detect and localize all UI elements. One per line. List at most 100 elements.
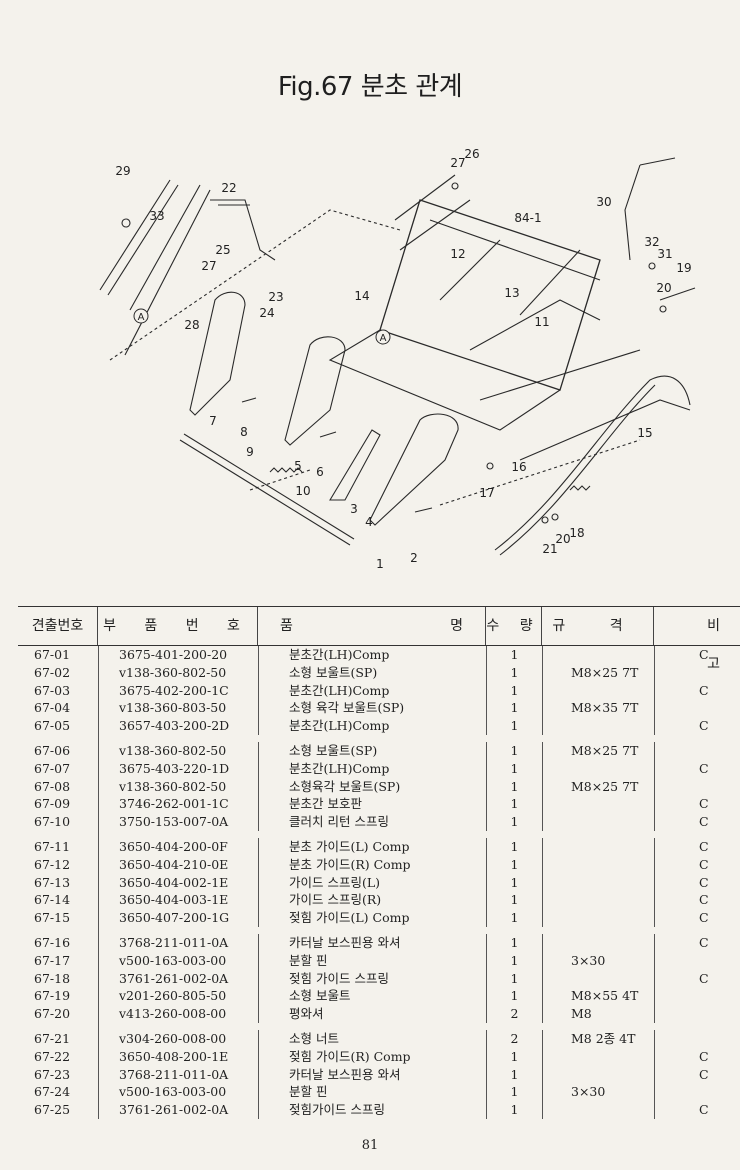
ref-no-cell: 67-07	[34, 760, 71, 776]
qty-cell: 1	[486, 646, 542, 664]
remark-cell	[654, 1029, 740, 1048]
callout-label: 11	[534, 315, 549, 329]
spec-cell: M8×25 7T	[542, 777, 654, 796]
part-no-cell: 3675-402-200-1C	[98, 681, 258, 700]
page-title: Fig.67 분초 관계	[277, 72, 463, 102]
part-name-cell: 분초간(LH)Comp	[258, 759, 486, 778]
spec-cell	[542, 837, 654, 856]
header-qty: 수 량	[486, 607, 542, 645]
qty-cell: 1	[486, 1101, 542, 1119]
qty-cell: 2	[486, 1005, 542, 1023]
spec-cell	[542, 646, 654, 664]
part-no-cell: v201-260-805-50	[98, 987, 258, 1006]
remark-cell: C	[654, 1065, 740, 1084]
qty-cell: 1	[486, 909, 542, 927]
table-header: 견출번호 부 품 번 호 품 명 수 량 규 격 비 고	[18, 606, 740, 672]
part-name-cell: 소형 보울트	[258, 987, 486, 1006]
qty-cell: 1	[486, 741, 542, 760]
ref-no-cell: 67-14	[34, 892, 71, 908]
part-no-cell: v304-260-008-00	[98, 1029, 258, 1048]
part-no-cell: v138-360-802-50	[98, 777, 258, 796]
qty-cell: 1	[486, 969, 542, 988]
ref-no-cell: 67-06	[34, 742, 71, 758]
spec-cell: M8×35 7T	[542, 699, 654, 718]
callout-label: 12	[450, 247, 465, 261]
part-name-cell: 소형육각 보울트(SP)	[258, 777, 486, 796]
spec-cell: 3×30	[542, 1083, 654, 1102]
ref-no-cell: 67-16	[34, 934, 71, 950]
part-name-cell: 가이드 스프링(R)	[258, 891, 486, 910]
part-no-cell: 3761-261-002-0A	[98, 969, 258, 988]
callout-label: 1	[376, 557, 384, 571]
part-name-cell: 분초간(LH)Comp	[258, 717, 486, 735]
qty-cell: 1	[486, 951, 542, 970]
callout-label: 29	[115, 164, 130, 178]
callout-label: 7	[209, 414, 217, 428]
remark-cell	[654, 663, 740, 682]
remark-cell: C	[654, 891, 740, 910]
callout-label: 17	[479, 486, 494, 500]
part-name-cell: 분초간 보호판	[258, 795, 486, 814]
ref-no-cell: 67-12	[34, 856, 71, 872]
qty-cell: 1	[486, 1065, 542, 1084]
callout-label: 25	[215, 243, 230, 257]
remark-cell	[654, 1083, 740, 1102]
part-no-cell: 3746-262-001-1C	[98, 795, 258, 814]
part-no-cell: 3675-403-220-1D	[98, 759, 258, 778]
callout-label: 6	[316, 465, 324, 479]
qty-cell: 1	[486, 699, 542, 718]
callout-label: 20	[555, 532, 570, 546]
part-no-cell: v138-360-802-50	[98, 663, 258, 682]
callout-label: 14	[354, 289, 369, 303]
qty-cell: 1	[486, 987, 542, 1006]
part-name-cell: 분초 가이드(R) Comp	[258, 855, 486, 874]
callout-label: 8	[240, 425, 248, 439]
qty-cell: 1	[486, 873, 542, 892]
spec-cell	[542, 1101, 654, 1119]
header-part-name-right: 명	[450, 618, 463, 634]
part-name-cell: 소형 보울트(SP)	[258, 663, 486, 682]
part-no-cell: 3675-401-200-20	[98, 646, 258, 664]
ref-no-cell: 67-11	[34, 838, 71, 854]
callout-label: 9	[246, 445, 254, 459]
remark-cell	[654, 1005, 740, 1023]
part-name-cell: 젖힘가이드 스프링	[258, 1101, 486, 1119]
spec-cell: M8×25 7T	[542, 663, 654, 682]
ref-no-cell: 67-02	[34, 664, 71, 680]
callout-label: 27	[201, 259, 216, 273]
ref-no-cell: 67-15	[34, 910, 71, 926]
part-name-cell: 소형 보울트(SP)	[258, 741, 486, 760]
part-name-cell: 분할 핀	[258, 1083, 486, 1102]
exploded-parts-diagram: 29 33 22 25 27 28 23 24 14 27 26 12 84-1…	[99, 147, 696, 571]
part-no-cell: 3650-404-002-1E	[98, 873, 258, 892]
spec-cell: M8	[542, 1005, 654, 1023]
part-name-cell: 카터날 보스핀용 와셔	[258, 933, 486, 952]
qty-cell: 1	[486, 891, 542, 910]
part-no-cell: 3650-407-200-1G	[98, 909, 258, 927]
part-no-cell: v413-260-008-00	[98, 1005, 258, 1023]
callout-label: 27	[450, 156, 465, 170]
remark-cell: C	[654, 909, 740, 927]
ref-no-cell: 67-22	[34, 1048, 71, 1064]
callout-label: 21	[542, 542, 557, 556]
part-name-cell: 소형 너트	[258, 1029, 486, 1048]
ref-no-cell: 67-10	[34, 814, 71, 830]
spec-cell	[542, 759, 654, 778]
part-no-cell: v500-163-003-00	[98, 951, 258, 970]
qty-cell: 1	[486, 795, 542, 814]
part-no-cell: 3650-404-200-0F	[98, 837, 258, 856]
remark-cell: C	[654, 681, 740, 700]
ref-no-cell: 67-04	[34, 700, 71, 716]
qty-cell: 1	[486, 1047, 542, 1066]
